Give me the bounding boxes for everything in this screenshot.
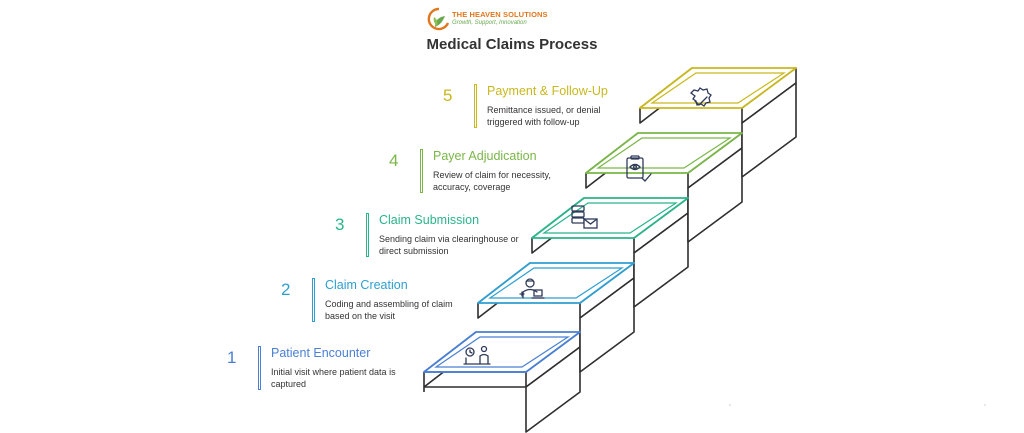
step-heading: Claim Creation bbox=[325, 278, 408, 292]
step-description: Review of claim for necessity, accuracy,… bbox=[433, 170, 551, 192]
step-accent-bar bbox=[474, 84, 477, 128]
step-description: Sending claim via clearinghouse or direc… bbox=[379, 234, 519, 256]
step-number: 5 bbox=[443, 86, 453, 105]
step-5-top bbox=[639, 67, 797, 109]
clipboard-review-icon bbox=[626, 155, 652, 182]
logo-company-name: THE HEAVEN SOLUTIONS bbox=[452, 10, 548, 19]
step-description: Coding and assembling of claim based on … bbox=[325, 299, 453, 321]
check-badge-icon bbox=[690, 87, 712, 107]
step-number: 2 bbox=[281, 280, 291, 299]
step-3-top bbox=[531, 197, 689, 239]
step-heading: Payment & Follow-Up bbox=[487, 84, 608, 98]
step-patient-encounter: 1 Patient Encounter Initial visit where … bbox=[227, 346, 427, 396]
server-email-icon bbox=[571, 205, 598, 229]
step-accent-bar bbox=[312, 278, 315, 322]
step-claim-creation: 2 Claim Creation Coding and assembling o… bbox=[281, 278, 481, 328]
step-accent-bar bbox=[366, 213, 369, 257]
step-heading: Payer Adjudication bbox=[433, 149, 537, 163]
decorative-dots bbox=[729, 404, 986, 406]
step-number: 4 bbox=[389, 151, 399, 170]
page-title: Medical Claims Process bbox=[426, 36, 598, 53]
step-payer-adjudication: 4 Payer Adjudication Review of claim for… bbox=[389, 149, 589, 199]
logo-tagline: Growth, Support, Innovation bbox=[452, 20, 527, 26]
step-claim-submission: 3 Claim Submission Sending claim via cle… bbox=[335, 213, 535, 263]
patient-consultation-icon bbox=[463, 345, 491, 365]
leaf-logo-icon bbox=[427, 7, 450, 31]
step-payment-follow-up: 5 Payment & Follow-Up Remittance issued,… bbox=[443, 84, 643, 134]
step-heading: Claim Submission bbox=[379, 213, 480, 227]
step-1-top bbox=[423, 331, 581, 373]
step-2-top bbox=[477, 262, 635, 304]
step-number: 3 bbox=[335, 215, 345, 234]
step-accent-bar bbox=[258, 346, 261, 390]
step-accent-bar bbox=[420, 149, 423, 193]
step-description: Remittance issued, or denial triggered w… bbox=[487, 105, 601, 127]
step-description: Initial visit where patient data is capt… bbox=[271, 367, 396, 389]
doctor-laptop-icon bbox=[519, 278, 545, 299]
step-heading: Patient Encounter bbox=[271, 346, 371, 360]
company-logo: THE HEAVEN SOLUTIONS Growth, Support, In… bbox=[427, 6, 557, 34]
step-number: 1 bbox=[227, 348, 237, 367]
step-4-top bbox=[585, 132, 743, 174]
